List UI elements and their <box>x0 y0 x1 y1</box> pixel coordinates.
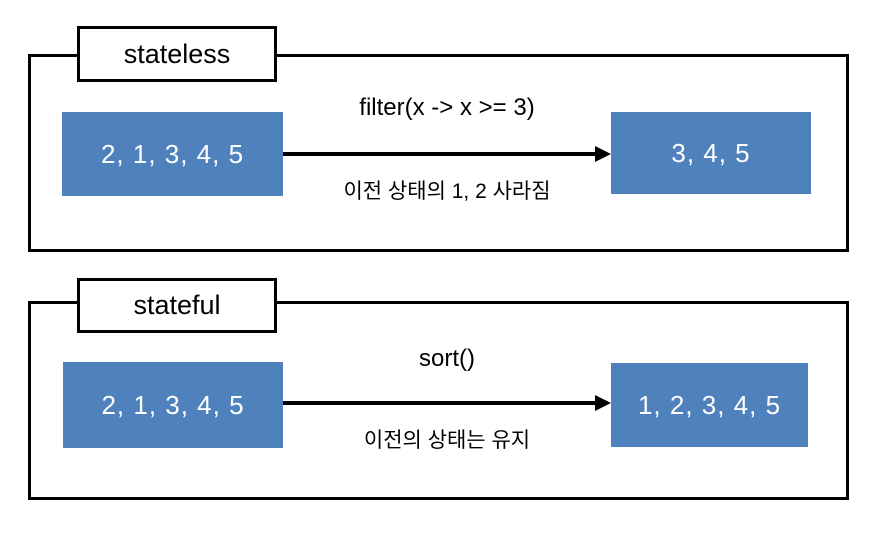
stateful-operation-label: sort() <box>419 345 475 372</box>
stateful-frame-box <box>28 301 849 500</box>
stateful-input-values: 2, 1, 3, 4, 5 <box>101 389 245 420</box>
stateless-input-box: 2, 1, 3, 4, 5 <box>62 112 283 196</box>
stateful-output-box: 1, 2, 3, 4, 5 <box>611 363 808 447</box>
stateful-arrowhead-icon <box>595 395 611 411</box>
stateless-output-box: 3, 4, 5 <box>611 112 811 194</box>
stateless-title-label: stateless <box>123 38 231 69</box>
stateless-title-box: stateless <box>77 26 277 82</box>
stateful-output-values: 1, 2, 3, 4, 5 <box>637 389 782 420</box>
stateless-frame-box <box>28 54 849 252</box>
stateful-note-label: 이전의 상태는 유지 <box>363 429 531 452</box>
stateful-input-box: 2, 1, 3, 4, 5 <box>63 362 283 448</box>
stateless-arrowhead-icon <box>595 146 611 162</box>
stateful-arrow-shaft <box>283 401 596 405</box>
stateless-arrow-shaft <box>283 152 596 156</box>
stateless-output-values: 3, 4, 5 <box>671 137 751 168</box>
stateful-title-box: stateful <box>77 278 277 333</box>
stateless-input-values: 2, 1, 3, 4, 5 <box>100 138 245 169</box>
stateful-title-label: stateful <box>133 290 221 320</box>
stateless-operation-label: filter(x -> x >= 3) <box>359 94 535 121</box>
stateless-note-label: 이전 상태의 1, 2 사라짐 <box>343 180 551 203</box>
